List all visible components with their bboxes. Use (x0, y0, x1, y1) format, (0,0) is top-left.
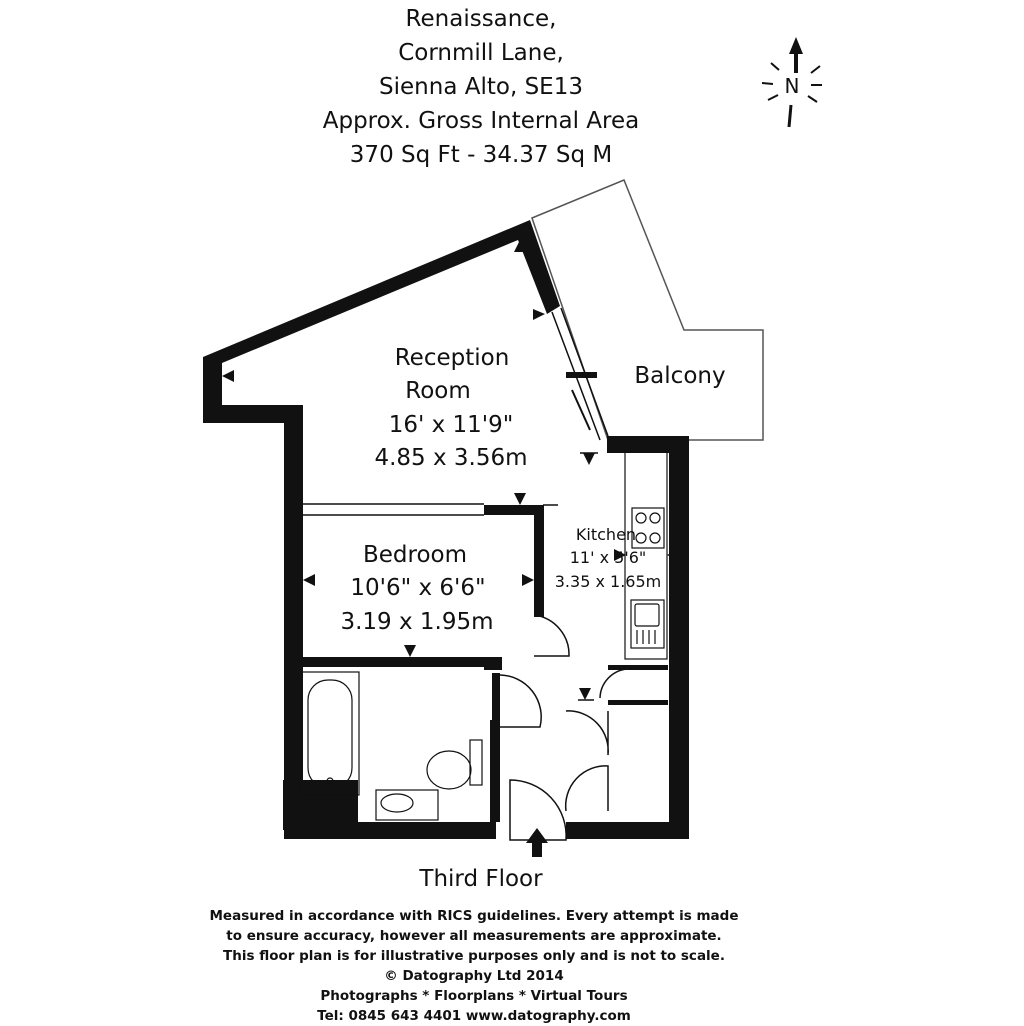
header-line-street: Cornmill Lane, (398, 40, 564, 66)
entrance-arrow-icon (526, 828, 548, 857)
bedroom-imperial: 10'6" x 6'6" (350, 575, 485, 601)
doors (499, 614, 628, 841)
property-header: Renaissance, Cornmill Lane, Sienna Alto,… (0, 0, 962, 172)
disclaimer-footer: Measured in accordance with RICS guideli… (0, 906, 948, 1026)
bedroom-name: Bedroom (363, 542, 467, 568)
kitchen-metric: 3.35 x 1.65m (555, 572, 661, 591)
kitchen-imperial: 11' x 5'6" (570, 548, 647, 567)
header-line-area-value: 370 Sq Ft - 34.37 Sq M (349, 142, 613, 168)
balcony-label: Balcony (634, 363, 725, 389)
dimension-markers (222, 240, 679, 700)
footer-line-services: Photographs * Floorplans * Virtual Tours (320, 988, 628, 1004)
reception-room-label: Reception Room 16' x 11'9" 4.85 x 3.56m (374, 345, 527, 471)
kitchen-label: Kitchen 11' x 5'6" 3.35 x 1.65m (555, 525, 661, 591)
footer-line-copyright: © Datography Ltd 2014 (384, 968, 564, 984)
balcony-outline (531, 179, 764, 441)
header-line-building: Renaissance, (405, 6, 557, 32)
compass-label: N (785, 74, 800, 98)
bedroom-glazed-partition (303, 503, 484, 516)
bedroom-label: Bedroom 10'6" x 6'6" 3.19 x 1.95m (340, 542, 493, 635)
interior-walls (283, 505, 668, 830)
reception-imperial: 16' x 11'9" (389, 412, 514, 438)
exterior-walls (203, 220, 689, 839)
reception-name-line2: Room (405, 378, 471, 404)
sink-icon (630, 599, 665, 649)
footer-line-rics: Measured in accordance with RICS guideli… (209, 908, 739, 924)
reception-name-line1: Reception (395, 345, 510, 371)
bathroom-fittings (300, 671, 483, 821)
balcony-door-jamb (566, 372, 597, 378)
dimension-ticks (543, 452, 598, 701)
kitchen-name: Kitchen (576, 525, 636, 544)
bedroom-metric: 3.19 x 1.95m (340, 609, 493, 635)
bath-icon (300, 671, 360, 796)
footer-line-illustrative: This floor plan is for illustrative purp… (223, 948, 725, 964)
reception-metric: 4.85 x 3.56m (374, 445, 527, 471)
header-line-development: Sienna Alto, SE13 (379, 74, 583, 100)
toilet-icon (426, 739, 483, 790)
hob-icon (631, 507, 665, 549)
floor-label: Third Floor (419, 866, 543, 892)
compass-north-icon: N (761, 37, 822, 128)
footer-line-accuracy: to ensure accuracy, however all measurem… (226, 928, 722, 944)
balcony-door-swing (571, 389, 591, 431)
footer-line-contact: Tel: 0845 643 4401 www.datography.com (317, 1008, 631, 1024)
basin-icon (375, 789, 439, 821)
header-line-area-title: Approx. Gross Internal Area (322, 108, 640, 134)
